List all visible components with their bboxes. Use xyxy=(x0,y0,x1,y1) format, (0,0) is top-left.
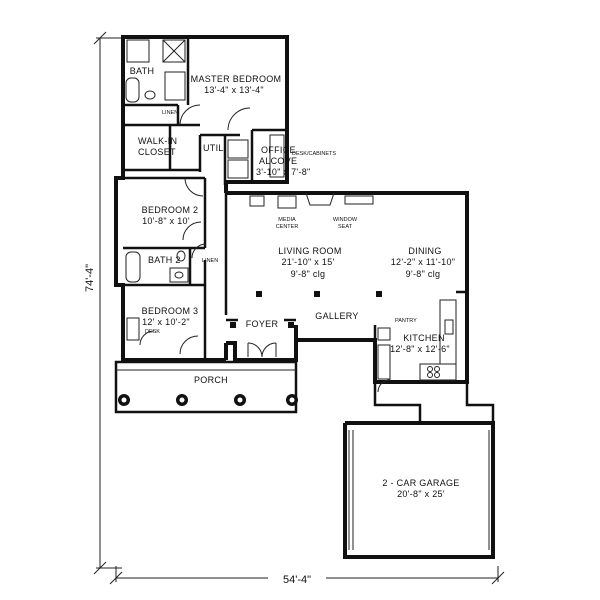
bath-2-label: BATH 2 xyxy=(148,255,181,265)
office-alcove-size: 3'-10" x 7'-8" xyxy=(256,167,311,177)
desk-label: DESK xyxy=(145,329,160,335)
dining-ceiling: 9'-8" clg xyxy=(406,269,441,279)
bedroom-3-label: BEDROOM 3 xyxy=(142,306,199,316)
dining-label: DINING xyxy=(408,246,441,256)
master-bedroom-label: MASTER BEDROOM xyxy=(191,74,282,84)
porch-label: PORCH xyxy=(194,375,228,385)
doors xyxy=(139,104,391,393)
dining-size: 12'-2" x 11'-10" xyxy=(391,257,456,267)
living-room-size: 21'-10" x 15' xyxy=(281,257,334,267)
width-dimension-label: 54'-4" xyxy=(283,574,311,586)
window-seat-label-2: SEAT xyxy=(338,224,353,230)
columns xyxy=(230,291,382,328)
pantry-label: PANTRY xyxy=(395,318,417,324)
living-room-ceiling: 9'-8" clg xyxy=(291,269,326,279)
gallery-label: GALLERY xyxy=(315,311,358,321)
linen-top-label: LINEN xyxy=(162,110,178,116)
garage-label: 2 - CAR GARAGE xyxy=(382,478,459,488)
desk-cabinets-label: DESK/CABINETS xyxy=(292,151,336,157)
bedroom-3-size: 12' x 10'-2" xyxy=(142,317,190,327)
walk-in-closet-label: WALK-IN xyxy=(138,136,177,146)
porch xyxy=(114,360,298,414)
garage-doors xyxy=(348,430,490,550)
depth-dimension-label: 74'-4" xyxy=(84,264,96,292)
linen-bath-2-label: LINEN xyxy=(202,258,218,264)
office-alcove-label-2: ALCOVE xyxy=(259,156,297,166)
bedroom-2-label: BEDROOM 2 xyxy=(142,205,199,215)
kitchen-label: KITCHEN xyxy=(403,333,445,343)
bedroom-2-size: 10'-8" x 10' xyxy=(142,216,190,226)
office-alcove-label: OFFICE xyxy=(261,145,296,155)
width-dimension: 54'-4" xyxy=(109,566,505,586)
room-labels: BATH MASTER BEDROOM 13'-4" x 13'-4" LINE… xyxy=(130,66,460,499)
media-center-label-2: CENTER xyxy=(276,224,299,230)
foyer-label: FOYER xyxy=(246,319,279,329)
garage-size: 20'-8" x 25' xyxy=(397,489,445,499)
window-seat-label: WINDOW xyxy=(333,217,358,223)
master-bedroom-size: 13'-4" x 13'-4" xyxy=(204,85,264,95)
kitchen-size: 12'-8" x 12'-6" xyxy=(390,344,450,354)
util-label: UTIL. xyxy=(203,143,227,153)
fixtures xyxy=(125,39,457,381)
interior-walls xyxy=(123,37,467,360)
depth-dimension: 74'-4" xyxy=(84,31,122,575)
walk-in-closet-label-2: CLOSET xyxy=(138,147,176,157)
living-room-label: LIVING ROOM xyxy=(278,246,341,256)
bath-label: BATH xyxy=(130,66,155,76)
media-center-label: MEDIA xyxy=(278,217,296,223)
